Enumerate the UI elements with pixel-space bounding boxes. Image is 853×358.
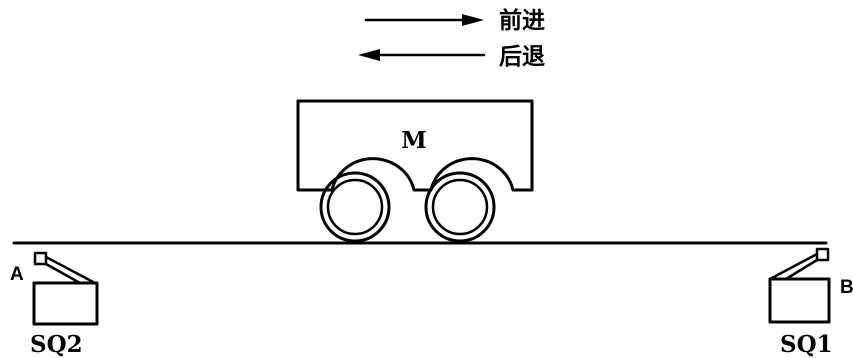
point-a-label: A xyxy=(10,264,24,285)
forward-arrow xyxy=(364,14,484,26)
right-switch-body xyxy=(768,277,831,324)
left-switch-lever xyxy=(44,255,97,285)
right-limit-switch: B SQ1 xyxy=(768,247,853,358)
cart: M xyxy=(296,99,534,243)
backward-arrow xyxy=(358,49,486,61)
left-switch-label: SQ2 xyxy=(30,331,83,358)
forward-label: 前进 xyxy=(499,7,545,34)
left-wheel xyxy=(319,171,391,243)
right-switch-label: SQ1 xyxy=(780,331,833,358)
right-switch-lever xyxy=(768,252,819,281)
cart-label: M xyxy=(401,127,426,154)
point-b-label: B xyxy=(840,277,853,298)
left-switch-actuator xyxy=(33,251,48,266)
backward-label: 后退 xyxy=(499,44,545,70)
left-limit-switch: A SQ2 xyxy=(10,251,99,358)
right-switch-actuator xyxy=(815,247,830,262)
right-wheel xyxy=(424,171,496,243)
left-switch-body xyxy=(32,281,99,326)
direction-legend: 前进 后退 xyxy=(358,7,545,70)
